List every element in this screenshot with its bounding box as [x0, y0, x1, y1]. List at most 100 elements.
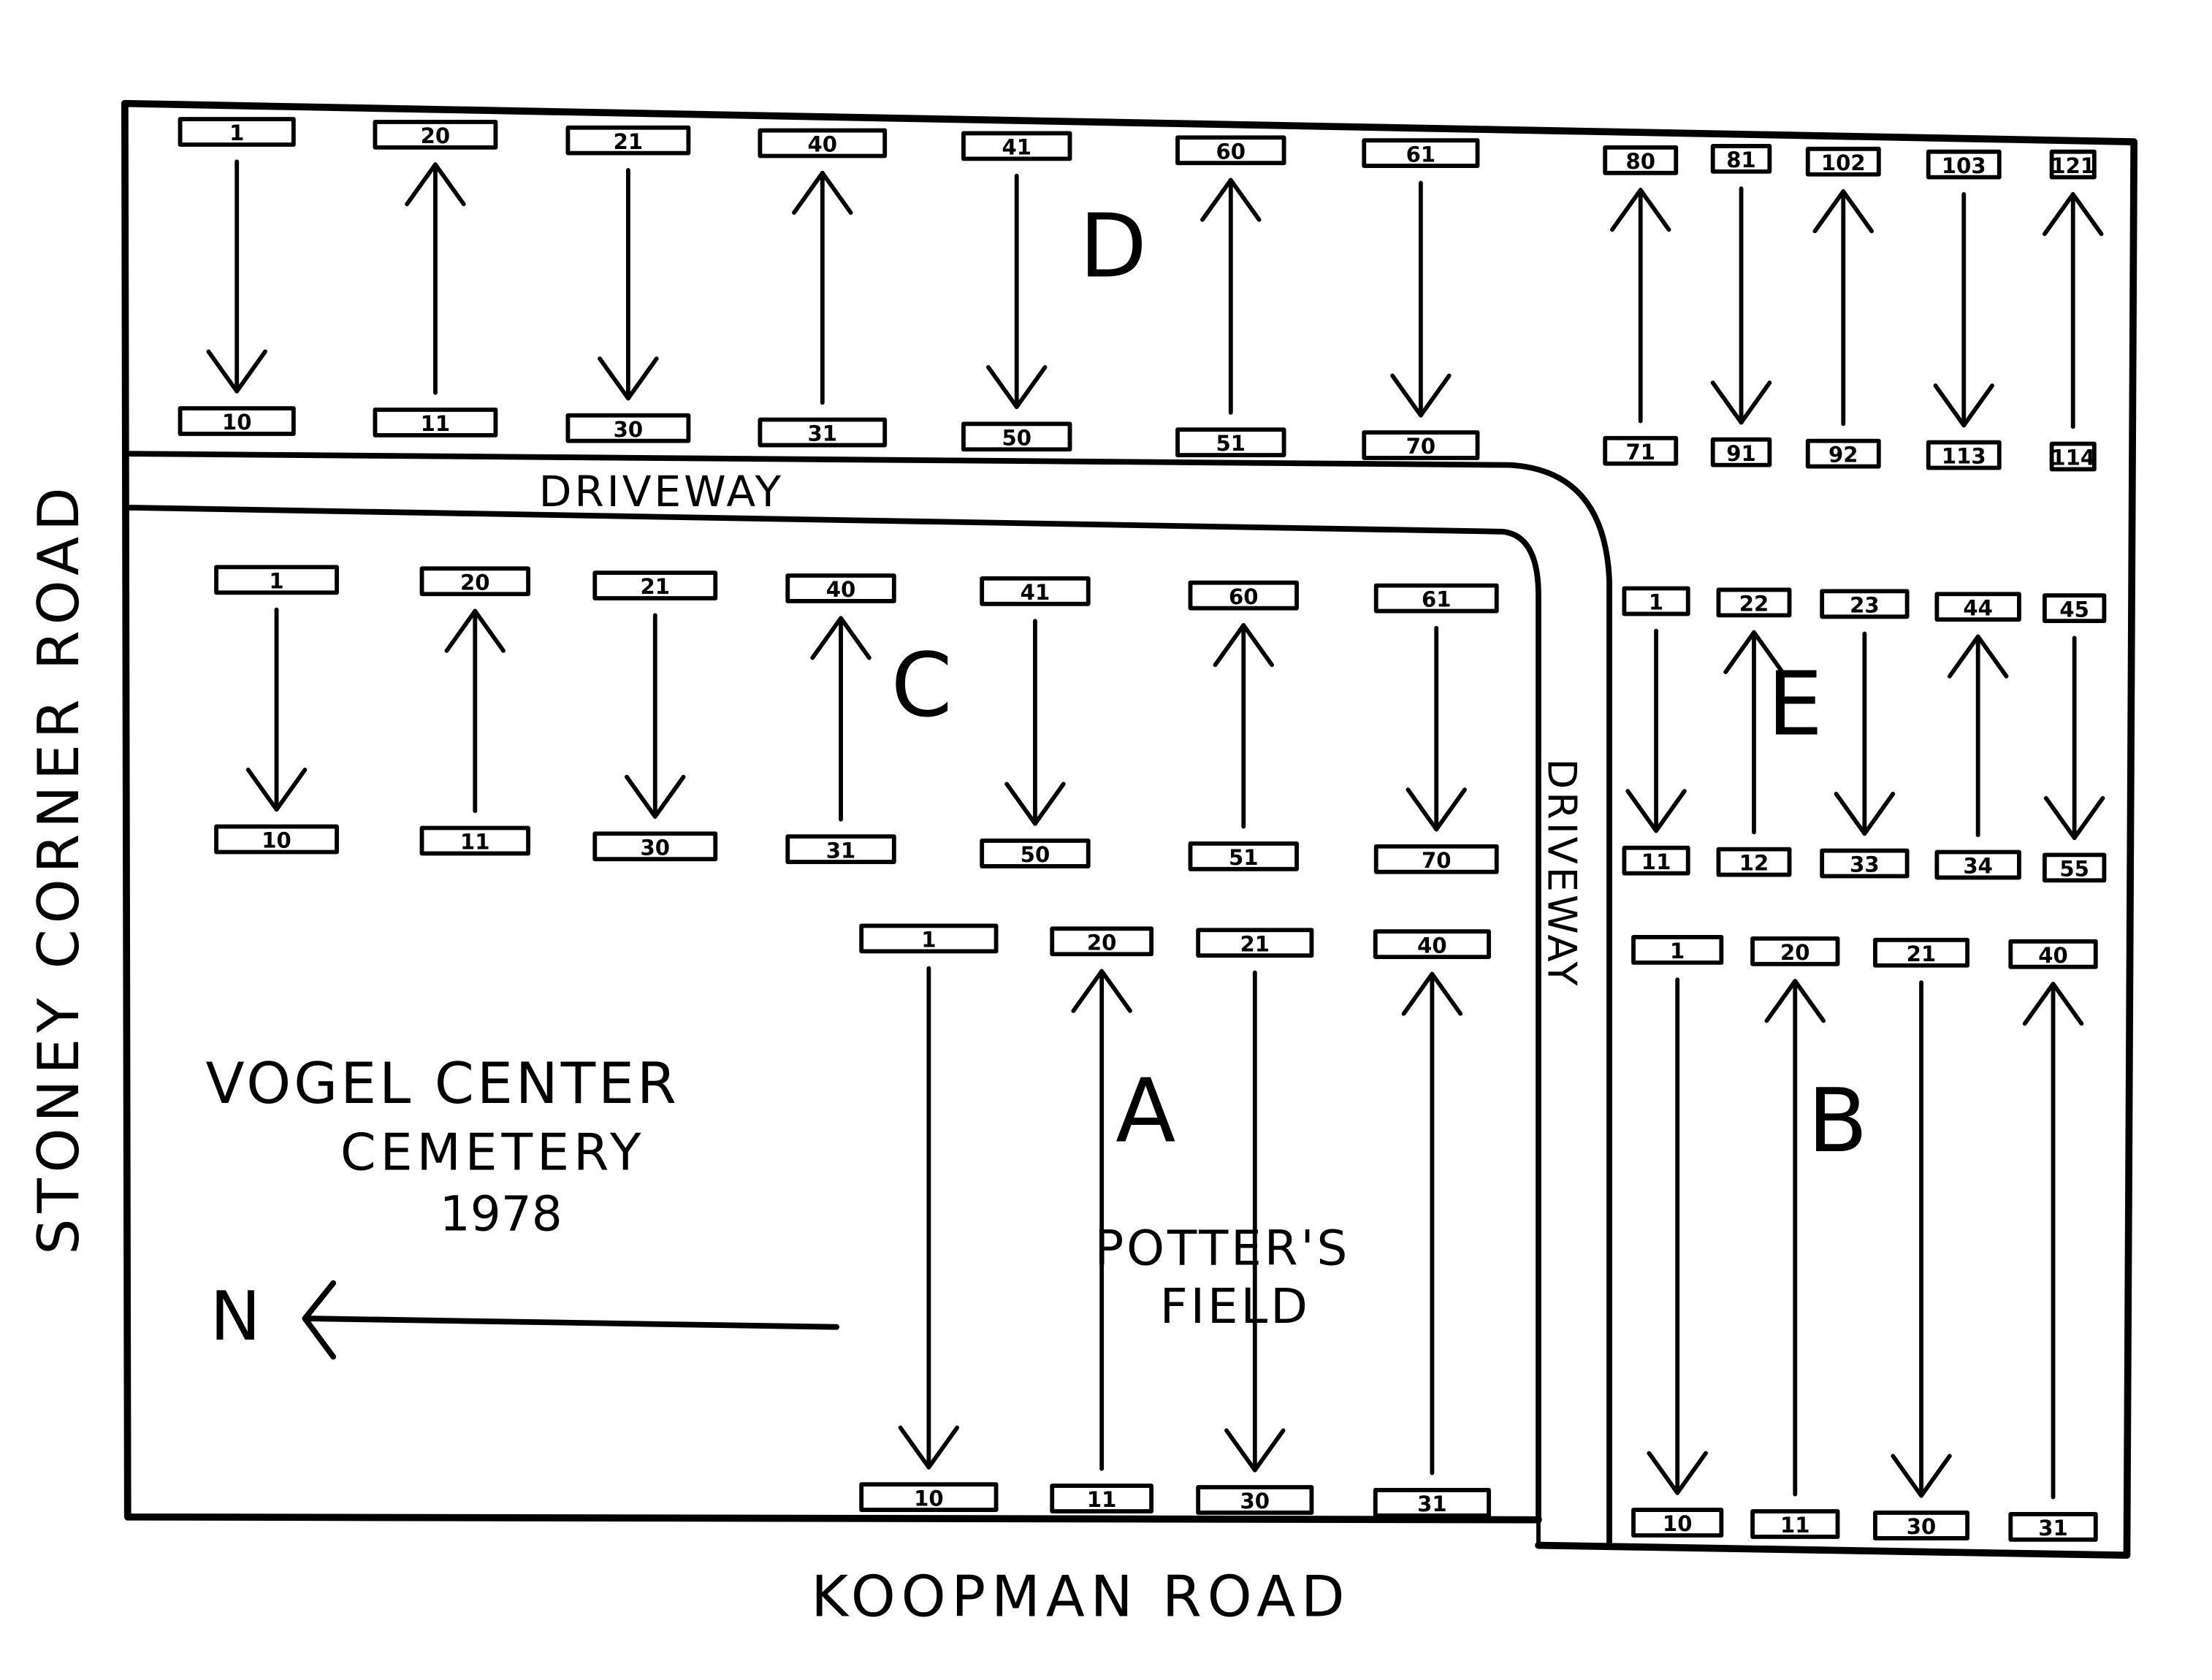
- plot-row[interactable]: 103 113: [1926, 149, 2002, 470]
- plot-marker-bottom[interactable]: 31: [2008, 1512, 2098, 1542]
- plot-row[interactable]: 23 33: [1820, 589, 1910, 879]
- plot-row[interactable]: 61 70: [1362, 138, 1480, 460]
- plot-marker-top[interactable]: 41: [961, 131, 1072, 161]
- plot-row[interactable]: 80 71: [1603, 145, 1679, 466]
- plot-marker-top[interactable]: 60: [1175, 135, 1286, 166]
- plot-row[interactable]: 21 30: [1873, 937, 1970, 1540]
- plot-marker-bottom[interactable]: 12: [1716, 847, 1792, 877]
- plot-row[interactable]: 1 10: [178, 117, 296, 436]
- plot-row[interactable]: 40 31: [1373, 929, 1491, 1518]
- plot-marker-top[interactable]: 41: [980, 576, 1091, 606]
- plot-marker-bottom[interactable]: 34: [1934, 849, 2021, 880]
- plot-marker-bottom[interactable]: 71: [1603, 435, 1679, 466]
- plot-marker-top[interactable]: 20: [1750, 936, 1840, 966]
- plot-marker-top[interactable]: 21: [592, 570, 718, 600]
- plot-marker-top[interactable]: 1: [859, 923, 999, 954]
- plot-row[interactable]: 81 91: [1710, 144, 1772, 467]
- plot-marker-bottom[interactable]: 11: [1050, 1484, 1154, 1513]
- plot-marker-top[interactable]: 44: [1934, 592, 2021, 622]
- plot-row[interactable]: 40 31: [758, 128, 888, 448]
- plot-row[interactable]: 22 12: [1716, 587, 1792, 877]
- plot-marker-top[interactable]: 1: [214, 565, 339, 595]
- plot-marker-bottom[interactable]: 50: [961, 421, 1072, 452]
- plot-marker-bottom[interactable]: 50: [980, 839, 1091, 868]
- plot-row[interactable]: 21 30: [1196, 928, 1314, 1515]
- plot-row[interactable]: 111: [1622, 586, 1690, 876]
- plot-row[interactable]: 40 31: [785, 573, 896, 864]
- plot-marker-bottom[interactable]: 30: [1873, 1511, 1970, 1540]
- plot-marker-bottom[interactable]: 70: [1373, 844, 1499, 874]
- plot-marker-bottom[interactable]: 10: [214, 824, 339, 855]
- plot-marker-box: [592, 831, 718, 862]
- plot-marker-bottom[interactable]: 30: [565, 413, 691, 443]
- plot-marker-bottom[interactable]: 31: [758, 417, 888, 448]
- plot-marker-bottom[interactable]: 51: [1175, 427, 1286, 457]
- plot-marker-bottom[interactable]: 51: [1188, 841, 1299, 871]
- plot-marker-bottom[interactable]: 10: [859, 1482, 999, 1513]
- plot-marker-top[interactable]: 21: [1873, 937, 1970, 968]
- plot-row[interactable]: 1 10: [1631, 935, 1724, 1538]
- plot-marker-top[interactable]: 102: [1805, 146, 1881, 177]
- plot-marker-top[interactable]: 40: [1373, 929, 1491, 960]
- plot-row[interactable]: 61 70: [1373, 583, 1499, 874]
- plot-marker-bottom[interactable]: 10: [1631, 1508, 1724, 1538]
- plot-marker-top[interactable]: 121: [2049, 149, 2097, 180]
- plot-marker-top[interactable]: 61: [1362, 138, 1480, 168]
- plot-row[interactable]: 102 92: [1805, 146, 1881, 469]
- plot-marker-bottom[interactable]: 55: [2042, 852, 2107, 883]
- plot-marker-top[interactable]: 61: [1373, 583, 1499, 614]
- plot-marker-box: [2008, 1512, 2098, 1542]
- plot-row[interactable]: 41 50: [961, 131, 1072, 452]
- plot-row[interactable]: 44 34: [1934, 592, 2021, 880]
- plot-marker-top[interactable]: 45: [2042, 593, 2107, 624]
- plot-row[interactable]: 1 10: [859, 923, 999, 1513]
- plot-marker-top[interactable]: 1: [178, 117, 296, 147]
- plot-row[interactable]: 60 51: [1188, 580, 1299, 871]
- arrow-down-icon: [598, 168, 659, 401]
- plot-marker-bottom[interactable]: 11: [373, 408, 498, 438]
- plot-marker-bottom[interactable]: 11: [1622, 845, 1690, 876]
- plot-marker-top[interactable]: 1: [1631, 935, 1724, 965]
- plot-marker-top[interactable]: 21: [1196, 928, 1314, 958]
- plot-marker-bottom[interactable]: 33: [1820, 848, 1910, 879]
- plot-marker-top[interactable]: 81: [1710, 144, 1772, 174]
- plot-marker-top[interactable]: 20: [1050, 926, 1154, 957]
- plot-row[interactable]: 21 30: [592, 570, 718, 862]
- plot-marker-bottom[interactable]: 31: [785, 834, 896, 864]
- plot-marker-top[interactable]: 23: [1820, 589, 1910, 619]
- plot-row[interactable]: 60 51: [1175, 135, 1286, 457]
- plot-row[interactable]: 21 30: [565, 125, 691, 443]
- plot-marker-bottom[interactable]: 11: [419, 825, 530, 856]
- plot-number: 30: [1907, 1514, 1937, 1539]
- plot-row[interactable]: 40 31: [2008, 939, 2098, 1542]
- plot-row[interactable]: 121 114: [2042, 149, 2104, 472]
- plot-marker-bottom[interactable]: 113: [1926, 440, 2002, 470]
- plot-marker-top[interactable]: 21: [565, 125, 691, 156]
- plot-marker-top[interactable]: 60: [1188, 580, 1299, 611]
- plot-marker-bottom[interactable]: 10: [178, 406, 296, 436]
- plot-row[interactable]: 1 10: [214, 565, 339, 855]
- plot-marker-top[interactable]: 20: [419, 566, 530, 597]
- plot-marker-bottom[interactable]: 11: [1750, 1509, 1840, 1539]
- plot-marker-bottom[interactable]: 31: [1373, 1488, 1491, 1518]
- plot-marker-top[interactable]: 40: [785, 573, 896, 603]
- plot-marker-top[interactable]: 22: [1716, 587, 1792, 618]
- plot-marker-bottom[interactable]: 92: [1805, 438, 1881, 469]
- plot-row[interactable]: 41 50: [980, 576, 1091, 868]
- plot-marker-bottom[interactable]: 30: [1196, 1485, 1314, 1515]
- plot-row[interactable]: 45 55: [2042, 593, 2107, 883]
- plot-marker-bottom[interactable]: 70: [1362, 430, 1480, 460]
- plot-marker-top[interactable]: 103: [1926, 149, 2002, 180]
- plot-marker-top[interactable]: 40: [758, 128, 888, 159]
- plot-marker-bottom[interactable]: 114: [2049, 441, 2097, 472]
- plot-marker-top[interactable]: 40: [2008, 939, 2098, 969]
- plot-marker-bottom[interactable]: 30: [592, 831, 718, 862]
- plot-marker-top[interactable]: 20: [373, 120, 498, 150]
- plot-marker-top[interactable]: 80: [1603, 145, 1679, 175]
- plot-marker-top[interactable]: 1: [1622, 586, 1690, 616]
- plot-marker-bottom[interactable]: 91: [1710, 437, 1772, 467]
